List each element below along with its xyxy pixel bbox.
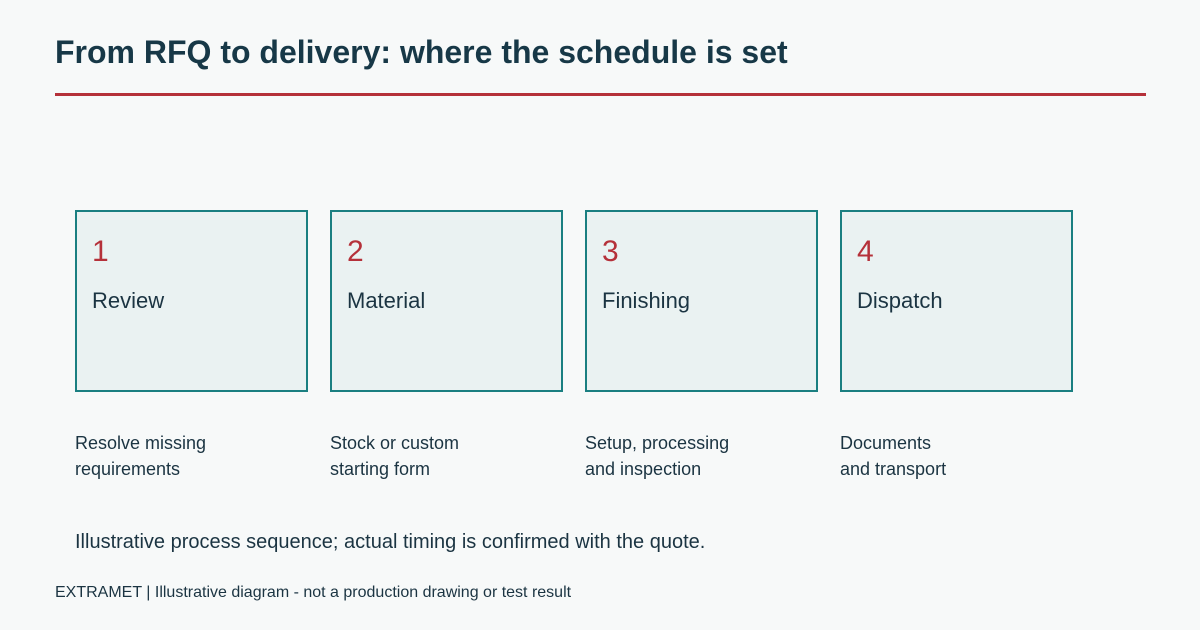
step-description-line: and transport [840, 459, 947, 479]
step-number: 3 [602, 235, 619, 268]
step-number: 2 [347, 235, 364, 268]
step-description-line: requirements [75, 459, 181, 479]
step-description-line: Documents [840, 433, 932, 453]
step-box-material: 2 Material [330, 210, 563, 392]
step-name: Finishing [602, 288, 691, 313]
step-description-dispatch: Documents and transport [840, 430, 1069, 482]
step-box-dispatch: 4 Dispatch [840, 210, 1073, 392]
timing-note: Illustrative process sequence; actual ti… [75, 531, 706, 553]
step-box-finishing: 3 Finishing [585, 210, 818, 392]
step-name: Material [347, 288, 426, 313]
step-number: 4 [857, 235, 874, 268]
step-name: Review [92, 288, 165, 313]
step-name: Dispatch [857, 288, 943, 313]
title-divider [55, 93, 1146, 96]
step-number: 1 [92, 235, 109, 268]
step-box-review: 1 Review [75, 210, 308, 392]
step-description-review: Resolve missing requirements [75, 430, 304, 482]
step-description-material: Stock or custom starting form [330, 430, 559, 482]
step-description-line: starting form [330, 459, 431, 479]
step-description-line: Resolve missing [75, 433, 207, 453]
step-description-line: Setup, processing [585, 433, 730, 453]
step-description-finishing: Setup, processing and inspection [585, 430, 814, 482]
footer-disclaimer: EXTRAMET | Illustrative diagram - not a … [55, 584, 572, 601]
step-description-line: and inspection [585, 459, 702, 479]
step-description-line: Stock or custom [330, 433, 460, 453]
page-title: From RFQ to delivery: where the schedule… [55, 34, 788, 70]
